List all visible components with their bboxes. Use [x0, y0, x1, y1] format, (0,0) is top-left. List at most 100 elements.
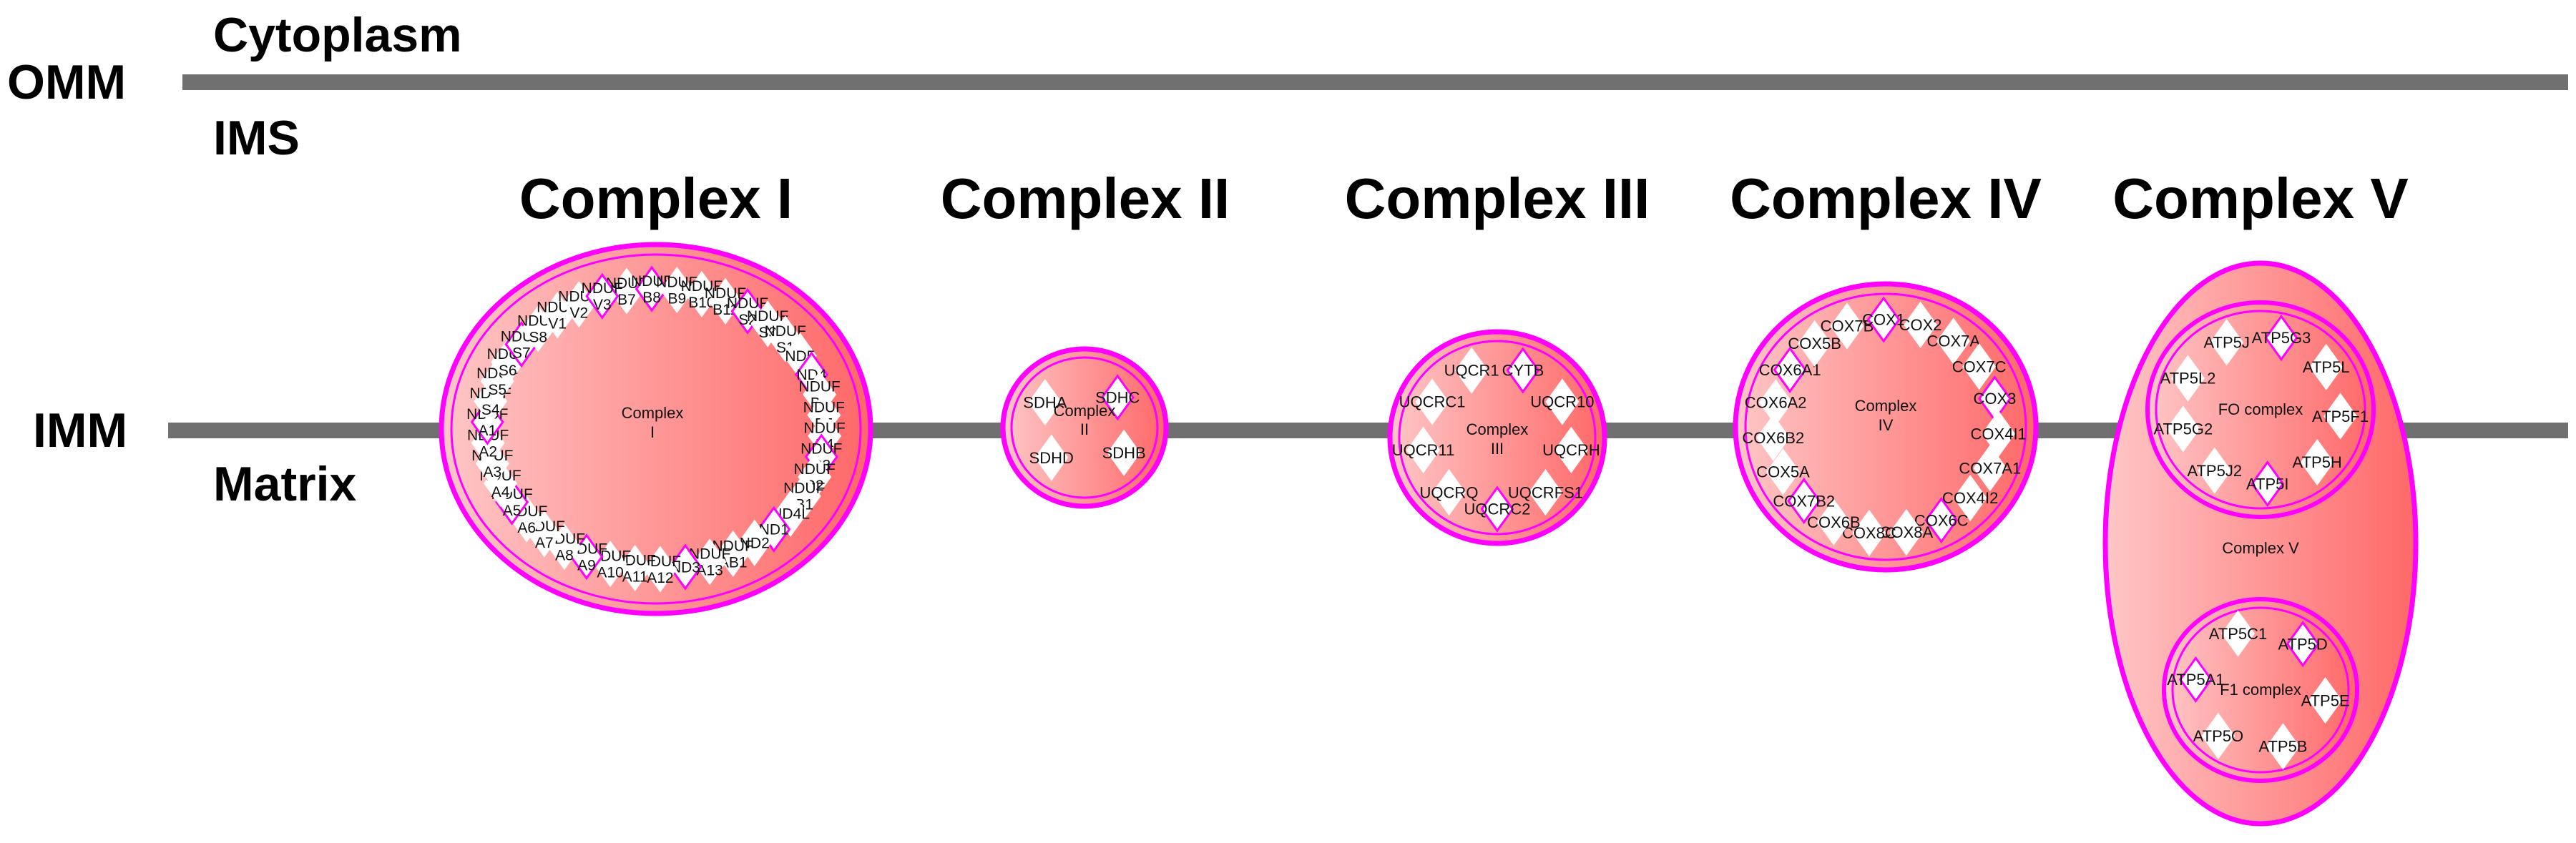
protein-diamond — [2210, 319, 2244, 366]
protein-label: SDHA — [1023, 393, 1067, 411]
protein-label: A10 — [597, 565, 623, 581]
protein-label: B9 — [668, 290, 687, 307]
protein-label: ATP5D — [2278, 635, 2327, 653]
protein-label: ATP5J — [2203, 333, 2249, 351]
protein-label: COX8C — [1842, 524, 1896, 542]
protein-label: V3 — [593, 297, 612, 313]
protein-diamond — [1866, 296, 1901, 343]
protein-label: ATP5G2 — [2153, 420, 2213, 438]
protein-label: NDUF — [681, 278, 723, 295]
protein-label: SDHB — [1102, 444, 1146, 462]
protein-diamond — [1798, 320, 1832, 367]
protein-label: AB1 — [719, 554, 748, 571]
protein-diamond — [609, 267, 644, 315]
protein-label: NDUF — [803, 399, 845, 415]
protein-label: UQCRH — [1542, 441, 1600, 459]
protein-diamond — [1545, 378, 1580, 425]
protein-diamond — [2300, 438, 2334, 486]
protein-uqcrfs1: UQCRFS1 — [1508, 469, 1583, 516]
protein-label: NDUF — [804, 420, 846, 437]
protein-atp5g2: ATP5G2 — [2153, 405, 2213, 453]
complex-1-center-line-1: Complex — [622, 404, 684, 422]
protein-atp5i: ATP5I — [2246, 460, 2289, 508]
protein-label: A13 — [696, 563, 723, 579]
protein-diamond — [1852, 509, 1886, 556]
complex-4-title: Complex IV — [1730, 167, 2042, 230]
protein-atp5f1: ATP5F1 — [2312, 393, 2369, 440]
protein-label: B11 — [712, 302, 738, 318]
protein-atp5o: ATP5O — [2193, 712, 2244, 759]
protein-label: A11 — [622, 568, 648, 585]
protein-label: V1 — [548, 316, 567, 332]
protein-label: ATP5C1 — [2209, 625, 2268, 643]
protein-label: B10 — [688, 295, 715, 311]
protein-diamond — [1773, 346, 1807, 393]
protein-diamond — [2171, 355, 2205, 402]
protein-cox7a1: COX7A1 — [1959, 445, 2021, 492]
protein-atp5j2: ATP5J2 — [2187, 447, 2242, 494]
protein-label: B8 — [642, 290, 661, 306]
protein-label: CYTB — [1502, 362, 1544, 380]
protein-diamond — [1529, 469, 1562, 516]
protein-diamond — [685, 270, 719, 317]
protein-label: ATP5J2 — [2187, 462, 2242, 480]
protein-atp5b: ATP5B — [2258, 723, 2307, 770]
protein-diamond — [1756, 414, 1791, 461]
protein-diamond — [668, 543, 702, 591]
protein-diamond — [2178, 656, 2213, 703]
protein-cox5a: COX5A — [1756, 448, 1810, 496]
protein-cox5b: COX5B — [1788, 320, 1841, 367]
protein-label: UQCRC1 — [1399, 393, 1466, 411]
protein-sdhc: SDHC — [1095, 374, 1140, 421]
protein-label: NDUF — [631, 273, 672, 290]
complex-2-center-line-2: II — [1080, 420, 1089, 438]
protein-cox4i1: COX4I1 — [1971, 410, 2027, 458]
protein-label: COX7C — [1952, 358, 2007, 375]
protein-label: A5 — [503, 503, 521, 519]
protein-diamond — [1554, 426, 1588, 473]
protein-diamond — [1432, 469, 1466, 516]
protein-label: ATP5L — [2303, 358, 2350, 376]
complex-1: NDUFB7NDUFB8NDUFB9NDUFB10NDUFB11NDUFS2ND… — [439, 242, 873, 616]
protein-label: NDUF — [656, 274, 697, 290]
protein-nd3: ND3 — [668, 543, 702, 591]
protein-label: COX8A — [1880, 523, 1934, 541]
protein-cox7c: COX7C — [1952, 343, 2007, 390]
protein-cytb: CYTB — [1502, 347, 1544, 394]
protein-label: ND3 — [670, 559, 700, 576]
protein-diamond — [2201, 712, 2235, 759]
protein-label: NDUF — [765, 323, 806, 340]
imm-label: IMM — [33, 403, 127, 458]
protein-label: S6 — [499, 363, 517, 379]
protein-diamond — [1506, 347, 1540, 394]
protein-diamond — [1766, 448, 1800, 496]
protein-diamond — [1034, 434, 1069, 481]
protein-diamond — [1454, 347, 1489, 394]
complex-3-title: Complex III — [1345, 167, 1650, 230]
protein-label: ATP5O — [2193, 727, 2244, 745]
protein-atp5l: ATP5L — [2303, 343, 2350, 390]
protein-diamond — [1406, 426, 1441, 473]
protein-diamond — [1973, 445, 2007, 492]
cytoplasm-label: Cytoplasm — [213, 8, 462, 62]
protein-diamond — [1787, 478, 1821, 525]
protein-uqcrc1: UQCRC1 — [1399, 378, 1466, 425]
protein-label: UQCR10 — [1530, 393, 1594, 411]
protein-diamond — [1480, 485, 1514, 533]
protein-diamond — [716, 530, 750, 577]
protein-cox3: COX3 — [1973, 375, 2016, 423]
complex-4-center-line-1: Complex — [1855, 397, 1917, 415]
protein-atp5l2: ATP5L2 — [2160, 355, 2215, 402]
protein-label: COX2 — [1899, 316, 1942, 334]
complex-4: COX7BCOX1COX2COX7ACOX7CCOX3COX4I1COX7A1C… — [1733, 281, 2039, 573]
protein-atp5g3: ATP5G3 — [2252, 314, 2311, 362]
protein-uqcrq: UQCRQ — [1420, 469, 1478, 516]
protein-label: V2 — [569, 305, 588, 321]
protein-label: COX6A1 — [1759, 361, 1821, 379]
